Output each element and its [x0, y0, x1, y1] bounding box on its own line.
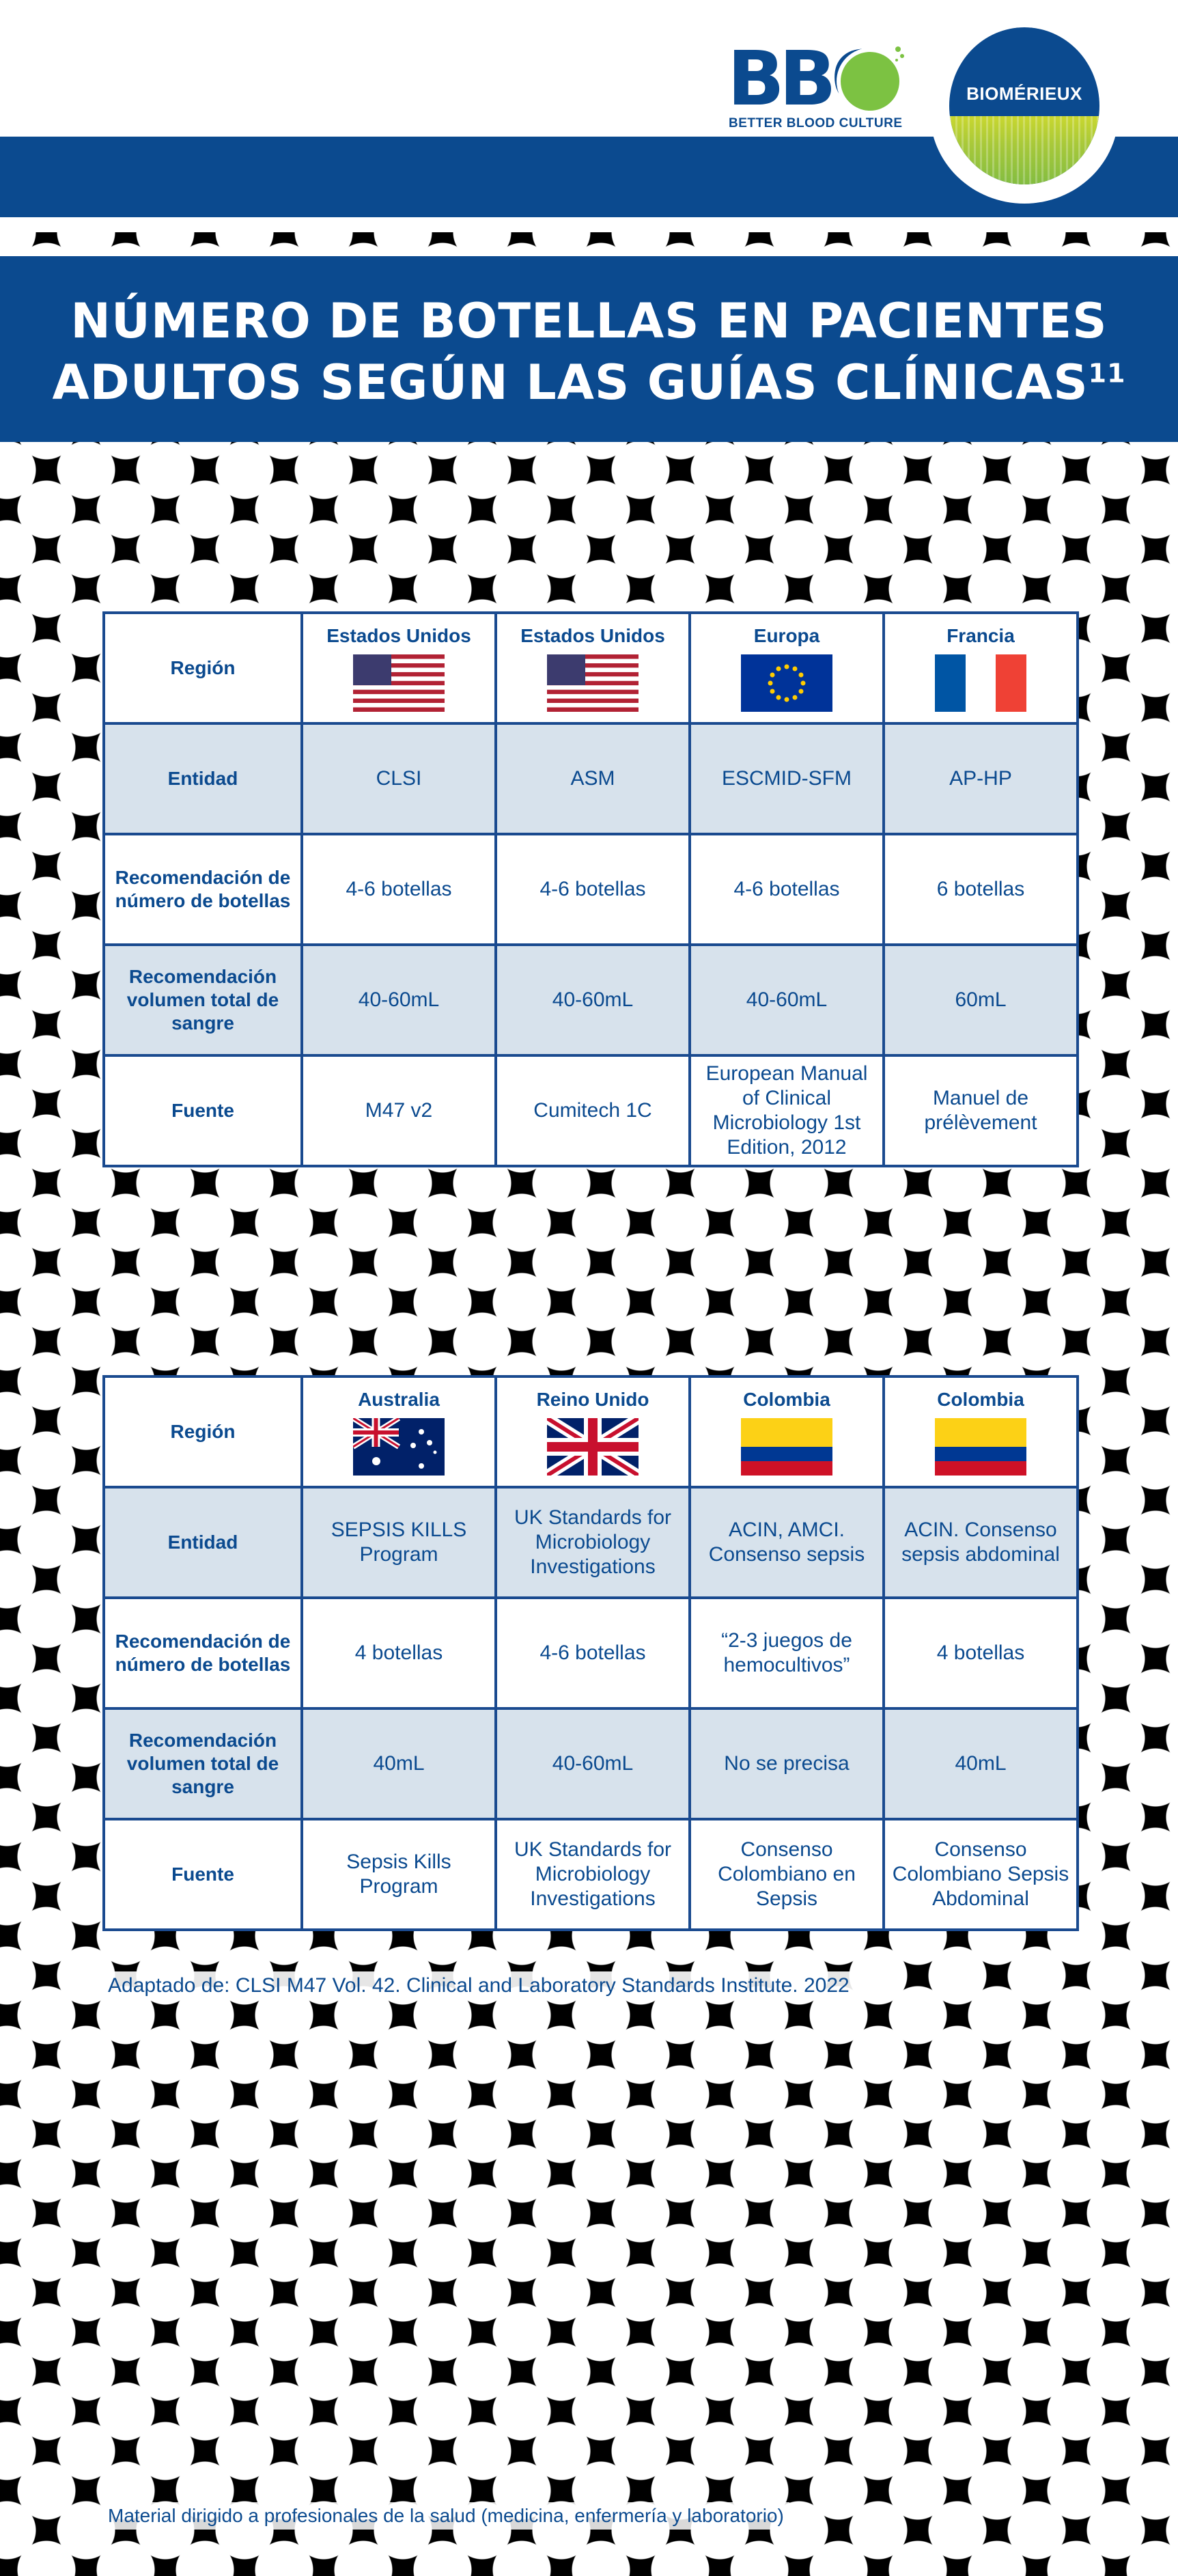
region-name: Colombia [743, 1389, 830, 1410]
row-header-source: Fuente [102, 1054, 303, 1167]
row-header-source: Fuente [102, 1818, 303, 1931]
volume-cell: 60mL [882, 943, 1079, 1057]
row-header-bottles: Recomendación de número de botellas [102, 833, 303, 946]
source-cell: UK Standards for Microbiology Investigat… [494, 1818, 691, 1931]
biomerieux-logo: BIOMÉRIEUX [936, 27, 1113, 198]
region-name: Francia [946, 625, 1015, 646]
region-cell: Francia [882, 611, 1079, 725]
row-header-region: Región [102, 1375, 303, 1488]
source-cell: Consenso Colombiano en Sepsis [688, 1818, 885, 1931]
adapted-from-note: Adaptado de: CLSI M47 Vol. 42. Clinical … [102, 1971, 855, 2000]
bottles-cell: 4 botellas [882, 1596, 1079, 1710]
volume-cell: 40-60mL [494, 943, 691, 1057]
region-name: Estados Unidos [326, 625, 471, 646]
volume-cell: 40-60mL [300, 943, 497, 1057]
entity-cell: ESCMID-SFM [688, 722, 885, 835]
source-cell: M47 v2 [300, 1054, 497, 1167]
entity-cell: ACIN, AMCI. Consenso sepsis [688, 1486, 885, 1599]
row-header-volume: Recomendación volumen total de sangre [102, 1707, 303, 1820]
entity-cell: CLSI [300, 722, 497, 835]
bbc-logo: BBC BETTER BLOOD CULTURE [727, 41, 905, 137]
bottles-cell: 4-6 botellas [494, 1596, 691, 1710]
source-cell: Sepsis Kills Program [300, 1818, 497, 1931]
bottles-cell: 4-6 botellas [688, 833, 885, 946]
row-header-entity: Entidad [102, 722, 303, 835]
table-row: Recomendación volumen total de sangre 40… [102, 1707, 1079, 1820]
table-row: Recomendación volumen total de sangre 40… [102, 943, 1079, 1057]
bottles-cell: 4 botellas [300, 1596, 497, 1710]
blood-drop-icon [837, 48, 903, 115]
eu-flag-icon [741, 654, 832, 712]
region-name: Europa [753, 625, 820, 646]
region-cell: Australia [300, 1375, 497, 1488]
region-name: Estados Unidos [520, 625, 665, 646]
source-cell: Cumitech 1C [494, 1054, 691, 1167]
source-cell: Consenso Colombiano Sepsis Abdominal [882, 1818, 1079, 1931]
source-cell: European Manual of Clinical Microbiology… [688, 1054, 885, 1167]
bottles-cell: “2-3 juegos de hemocultivos” [688, 1596, 885, 1710]
title-line-1: NÚMERO DE BOTELLAS EN PACIENTES [70, 293, 1108, 349]
table-row: Recomendación de número de botellas 4-6 … [102, 833, 1079, 946]
region-name: Colombia [937, 1389, 1024, 1410]
region-cell: Estados Unidos [300, 611, 497, 725]
row-header-entity: Entidad [102, 1486, 303, 1599]
entity-cell: UK Standards for Microbiology Investigat… [494, 1486, 691, 1599]
audience-footnote: Material dirigido a profesionales de la … [102, 2502, 789, 2530]
fr-flag-icon [935, 654, 1026, 712]
region-name: Australia [358, 1389, 440, 1410]
table-row: Recomendación de número de botellas 4 bo… [102, 1596, 1079, 1710]
white-divider [0, 217, 1178, 232]
co-flag-icon [741, 1418, 832, 1476]
bottles-cell: 4-6 botellas [494, 833, 691, 946]
bbc-tagline: BETTER BLOOD CULTURE [729, 116, 903, 130]
biomerieux-wordmark: BIOMÉRIEUX [966, 83, 1082, 104]
region-name: Reino Unido [536, 1389, 649, 1410]
uk-flag-icon [547, 1418, 639, 1476]
row-header-bottles: Recomendación de número de botellas [102, 1596, 303, 1710]
co-flag-icon [935, 1418, 1026, 1476]
bottles-cell: 4-6 botellas [300, 833, 497, 946]
region-cell: Colombia [882, 1375, 1079, 1488]
source-cell: Manuel de prélèvement [882, 1054, 1079, 1167]
volume-cell: 40-60mL [688, 943, 885, 1057]
dots-icon [895, 46, 904, 61]
table-row: Región Australia Reino Unido Colombia [102, 1375, 1079, 1488]
volume-cell: 40mL [300, 1707, 497, 1820]
au-flag-icon [353, 1418, 445, 1476]
title-line-2: ADULTOS SEGÚN LAS GUÍAS CLÍNICAS [52, 355, 1089, 411]
region-cell: Reino Unido [494, 1375, 691, 1488]
entity-cell: ASM [494, 722, 691, 835]
volume-cell: 40mL [882, 1707, 1079, 1820]
region-cell: Colombia [688, 1375, 885, 1488]
row-header-volume: Recomendación volumen total de sangre [102, 943, 303, 1057]
guidelines-table-2: Región Australia Reino Unido Colombia [102, 1375, 1079, 1931]
bottles-cell: 6 botellas [882, 833, 1079, 946]
volume-cell: No se precisa [688, 1707, 885, 1820]
title-superscript: 11 [1088, 358, 1126, 389]
page-title: NÚMERO DE BOTELLAS EN PACIENTES ADULTOS … [0, 290, 1178, 413]
row-header-region: Región [102, 611, 303, 725]
table-row: Región Estados Unidos Estados Unidos Eur… [102, 611, 1079, 725]
table-row: Entidad CLSI ASM ESCMID-SFM AP-HP [102, 722, 1079, 835]
region-cell: Estados Unidos [494, 611, 691, 725]
us-flag-icon [547, 654, 639, 712]
volume-cell: 40-60mL [494, 1707, 691, 1820]
title-band: NÚMERO DE BOTELLAS EN PACIENTES ADULTOS … [0, 256, 1178, 442]
guidelines-table-1: Región Estados Unidos Estados Unidos Eur… [102, 611, 1079, 1167]
entity-cell: AP-HP [882, 722, 1079, 835]
entity-cell: SEPSIS KILLS Program [300, 1486, 497, 1599]
region-cell: Europa [688, 611, 885, 725]
table-row: Entidad SEPSIS KILLS Program UK Standard… [102, 1486, 1079, 1599]
entity-cell: ACIN. Consenso sepsis abdominal [882, 1486, 1079, 1599]
table-row: Fuente Sepsis Kills Program UK Standards… [102, 1818, 1079, 1931]
table-row: Fuente M47 v2 Cumitech 1C European Manua… [102, 1054, 1079, 1167]
us-flag-icon [353, 654, 445, 712]
